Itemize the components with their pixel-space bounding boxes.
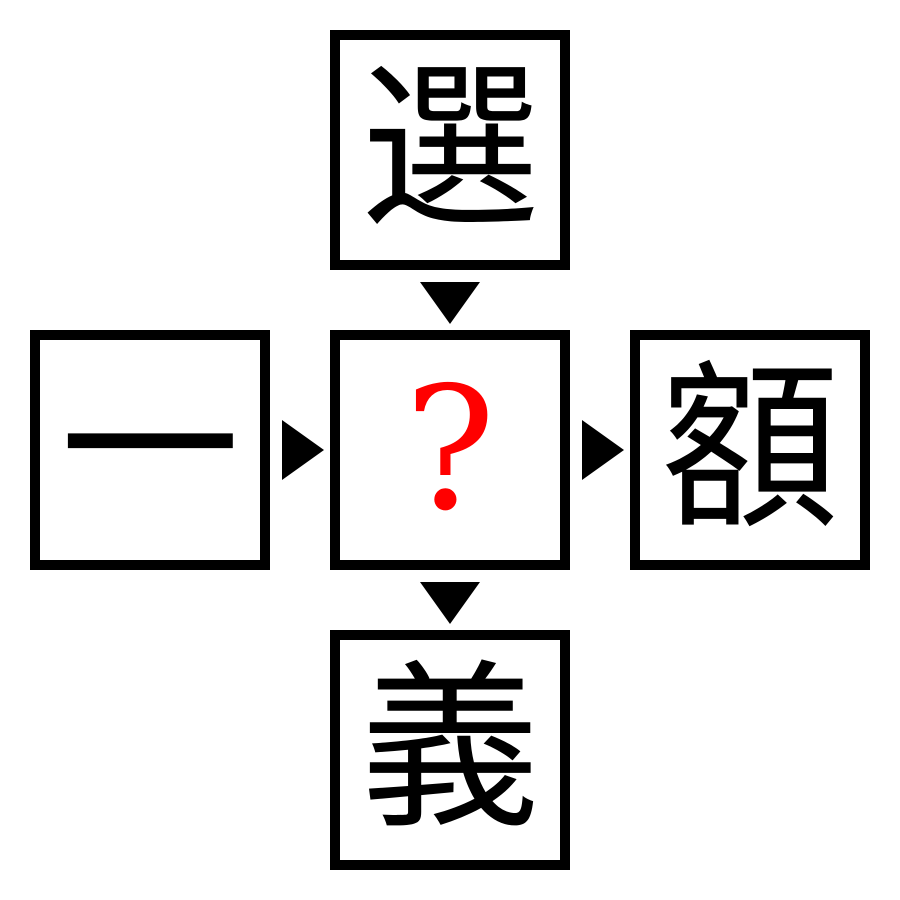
right-kanji-cell: 額 (630, 330, 870, 570)
bottom-kanji-cell: 義 (330, 630, 570, 870)
top-kanji-cell: 選 (330, 30, 570, 270)
top-kanji: 選 (359, 45, 540, 254)
question-mark: ? (404, 351, 496, 549)
right-kanji: 額 (659, 345, 840, 554)
down-arrow-icon (420, 282, 480, 324)
left-kanji: 一 (59, 345, 240, 554)
right-arrow-icon (282, 420, 324, 480)
right-arrow-icon (582, 420, 624, 480)
bottom-kanji: 義 (359, 645, 540, 854)
answer-cell[interactable]: ? (330, 330, 570, 570)
left-kanji-cell: 一 (30, 330, 270, 570)
down-arrow-icon (420, 582, 480, 624)
